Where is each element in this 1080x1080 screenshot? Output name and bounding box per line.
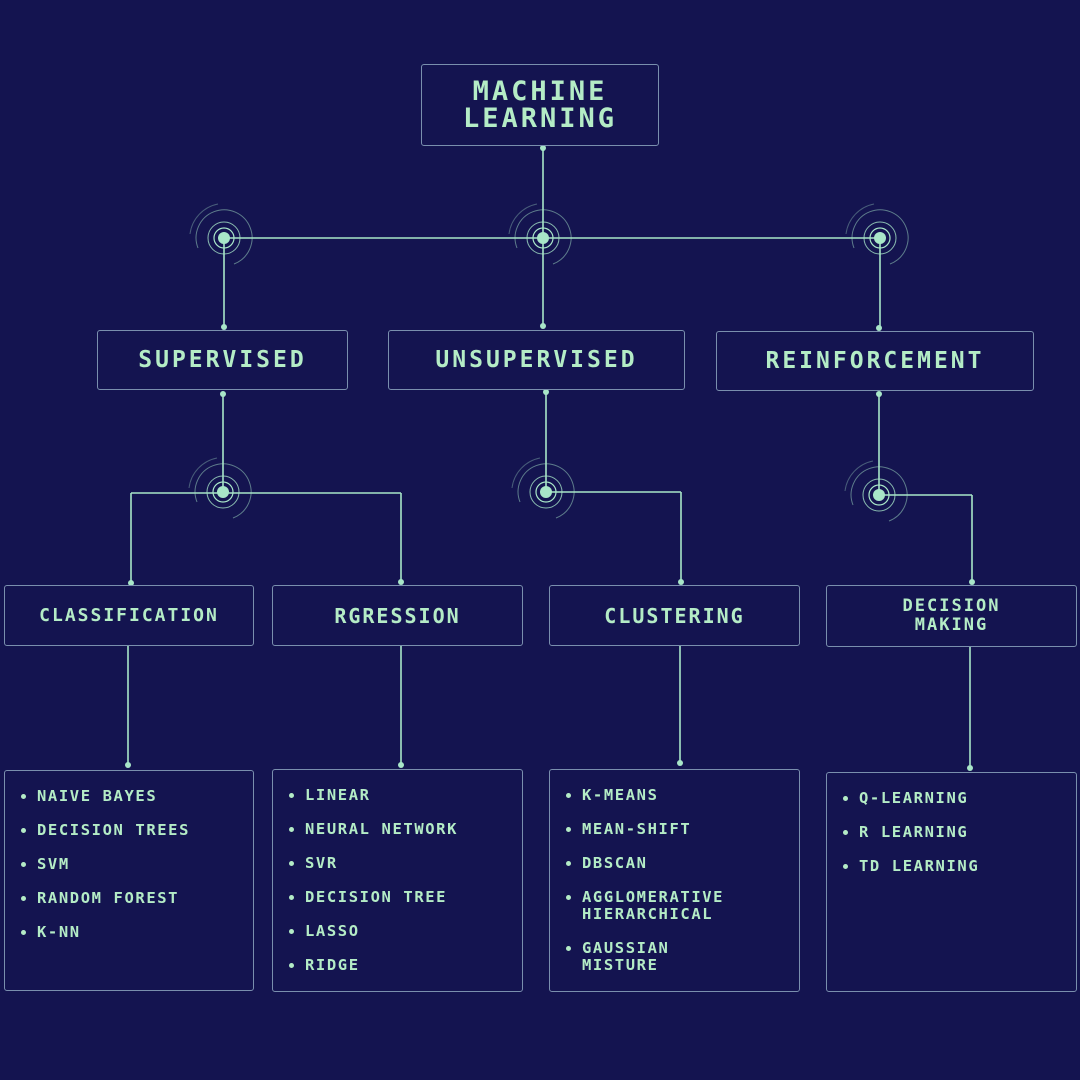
hub-arc <box>195 209 253 265</box>
hub-ring <box>206 475 240 509</box>
hub-center <box>218 232 230 244</box>
list-item: MEAN-SHIFT <box>564 821 799 838</box>
connector-dot <box>543 389 549 395</box>
supervised-label: SUPERVISED <box>138 347 307 373</box>
hub-arc <box>189 203 219 235</box>
connector-dot <box>128 580 134 586</box>
clustering-list: K-MEANS MEAN-SHIFT DBSCAN AGGLOMERATIVE HIE… <box>564 787 799 974</box>
hub-center <box>537 232 549 244</box>
hub-ring <box>868 484 890 506</box>
decision-making-label-line1: DECISION <box>902 596 1001 616</box>
supervised-node: SUPERVISED <box>97 330 348 390</box>
hub-ring <box>535 481 557 503</box>
hub-arc <box>508 203 538 235</box>
hub-arc <box>851 209 909 265</box>
hub-center <box>873 489 885 501</box>
hub-ring <box>862 478 896 512</box>
list-item: Q-LEARNING <box>841 790 1076 807</box>
classification-label: CLASSIFICATION <box>39 605 219 626</box>
decision-making-list: Q-LEARNING R LEARNING TD LEARNING <box>841 790 1076 875</box>
hub-arc <box>845 203 875 235</box>
classification-list: NAIVE BAYES DECISION TREES SVM RANDOM FORES… <box>19 788 253 941</box>
connector-dot <box>221 324 227 330</box>
list-item: SVM <box>19 856 253 873</box>
hub-ring <box>869 227 891 249</box>
connector-dot <box>678 579 684 585</box>
hub-ring <box>213 227 235 249</box>
connector-dot <box>967 765 973 771</box>
root-node: MACHINE LEARNING <box>421 64 659 146</box>
hub-arc <box>194 463 252 519</box>
decision-making-list-box: Q-LEARNING R LEARNING TD LEARNING <box>826 772 1077 992</box>
hub-ring <box>526 221 560 255</box>
hub-ring <box>532 227 554 249</box>
hub-arc <box>844 460 874 492</box>
list-item: NAIVE BAYES <box>19 788 253 805</box>
reinforcement-label: REINFORCEMENT <box>765 348 985 374</box>
connector-dot <box>398 579 404 585</box>
hub-center <box>217 486 229 498</box>
regression-list-box: LINEAR NEURAL NETWORK SVR DECISION TREE LASS… <box>272 769 523 992</box>
classification-node: CLASSIFICATION <box>4 585 254 646</box>
root-label-line2: LEARNING <box>462 103 618 134</box>
connector-dot <box>876 325 882 331</box>
hub-ring <box>212 481 234 503</box>
list-item: GAUSSIAN MISTURE <box>564 940 799 974</box>
regression-node: RGRESSION <box>272 585 523 646</box>
hub-arc <box>511 457 541 489</box>
connector-dot <box>677 760 683 766</box>
hub-ring <box>207 221 241 255</box>
connector-dot <box>220 391 226 397</box>
list-item: LASSO <box>287 923 522 940</box>
hub-arc <box>517 463 575 519</box>
hub-ring <box>863 221 897 255</box>
list-item: K-MEANS <box>564 787 799 804</box>
unsupervised-node: UNSUPERVISED <box>388 330 685 390</box>
hub-center <box>540 486 552 498</box>
decision-making-label-line2: MAKING <box>914 615 989 635</box>
hub-arc <box>514 209 572 265</box>
classification-list-box: NAIVE BAYES DECISION TREES SVM RANDOM FORES… <box>4 770 254 991</box>
unsupervised-label: UNSUPERVISED <box>435 347 638 373</box>
hub-center <box>874 232 886 244</box>
list-item: DBSCAN <box>564 855 799 872</box>
decision-making-node: DECISION MAKING <box>826 585 1077 647</box>
clustering-label: CLUSTERING <box>604 603 745 628</box>
connector-dot <box>398 762 404 768</box>
list-item: K-NN <box>19 924 253 941</box>
list-item: SVR <box>287 855 522 872</box>
hub-arc <box>188 457 218 489</box>
connector-dot <box>540 145 546 151</box>
regression-label: RGRESSION <box>334 603 461 628</box>
list-item: DECISION TREE <box>287 889 522 906</box>
connector-dot <box>969 579 975 585</box>
hub-ring <box>529 475 563 509</box>
list-item: RIDGE <box>287 957 522 974</box>
list-item: RANDOM FOREST <box>19 890 253 907</box>
connector-dot <box>876 391 882 397</box>
list-item: AGGLOMERATIVE HIERARCHICAL <box>564 889 799 923</box>
list-item: R LEARNING <box>841 824 1076 841</box>
list-item: NEURAL NETWORK <box>287 821 522 838</box>
connector-dot <box>540 323 546 329</box>
list-item: TD LEARNING <box>841 858 1076 875</box>
clustering-list-box: K-MEANS MEAN-SHIFT DBSCAN AGGLOMERATIVE HIE… <box>549 769 800 992</box>
connector-dot <box>125 762 131 768</box>
root-label-line1: MACHINE <box>472 76 608 107</box>
hub-arc <box>850 466 908 522</box>
regression-list: LINEAR NEURAL NETWORK SVR DECISION TREE LASS… <box>287 787 522 974</box>
list-item: LINEAR <box>287 787 522 804</box>
clustering-node: CLUSTERING <box>549 585 800 646</box>
list-item: DECISION TREES <box>19 822 253 839</box>
reinforcement-node: REINFORCEMENT <box>716 331 1034 391</box>
